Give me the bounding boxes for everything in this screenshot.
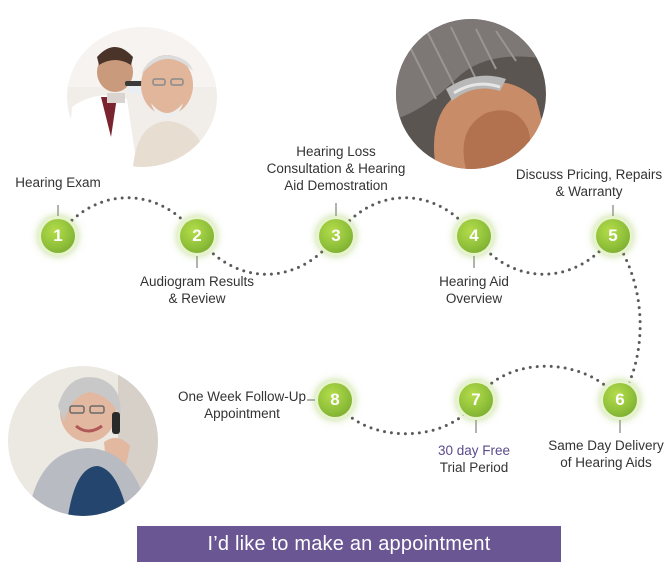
step-8-line-2: Appointment [204, 406, 280, 421]
step-5-line-1: Discuss Pricing, Repairs [515, 167, 663, 182]
step-circle-7: 7 [459, 383, 493, 417]
woman-on-phone-photo [8, 366, 158, 516]
step-label-7: 30 day Free Trial Period [438, 442, 510, 476]
step-2-line-1: Audiogram Results [139, 274, 255, 289]
step-circle-1: 1 [41, 219, 75, 253]
step-8-line-1: One Week Follow-Up [177, 389, 307, 404]
step-3-line-3: Aid Demostration [284, 178, 388, 193]
step-1-line-1: Hearing Exam [15, 175, 101, 190]
step-circle-5: 5 [596, 219, 630, 253]
step-circle-2: 2 [180, 219, 214, 253]
doctor-ear-exam-photo [67, 27, 217, 167]
step-circle-6: 6 [603, 383, 637, 417]
step-3-line-1: Hearing Loss [296, 144, 376, 159]
make-appointment-button[interactable]: I’d like to make an appointment [137, 526, 561, 562]
step-label-8: One Week Follow-Up Appointment [178, 388, 306, 422]
step-3-line-2: Consultation & Hearing [266, 161, 406, 176]
step-label-2: Audiogram Results & Review [140, 273, 254, 307]
step-4-line-2: Overview [445, 291, 503, 306]
step-circle-4: 4 [457, 219, 491, 253]
step-7-line-1: 30 day Free [437, 443, 511, 458]
step-circle-8: 8 [318, 383, 352, 417]
step-4-line-1: Hearing Aid [439, 274, 509, 289]
step-7-line-2: Trial Period [439, 460, 509, 475]
step-circle-3: 3 [319, 219, 353, 253]
step-label-3: Hearing Loss Consultation & Hearing Aid … [267, 143, 406, 194]
step-6-line-1: Same Day Delivery [548, 438, 664, 453]
step-label-4: Hearing Aid Overview [439, 273, 509, 307]
step-label-6: Same Day Delivery of Hearing Aids [548, 437, 664, 471]
step-6-line-2: of Hearing Aids [560, 455, 652, 470]
step-label-5: Discuss Pricing, Repairs & Warranty [516, 166, 662, 200]
ear-closeup-hearing-aid-photo [396, 19, 546, 169]
step-5-line-2: & Warranty [555, 184, 623, 199]
step-2-line-2: & Review [168, 291, 226, 306]
step-label-1: Hearing Exam [15, 174, 101, 191]
